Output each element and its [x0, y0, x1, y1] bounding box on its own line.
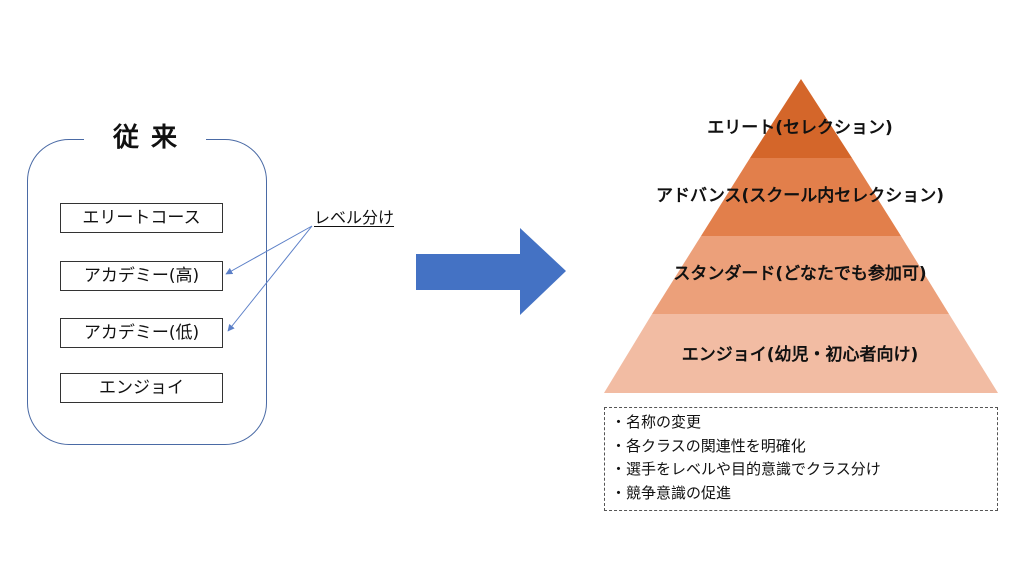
legacy-level-elite: エリートコース	[60, 203, 223, 233]
pyramid-tier-advance	[701, 158, 901, 236]
pyramid-label-elite: エリート(セレクション)	[707, 118, 893, 138]
pyramid-tier-standard	[652, 236, 949, 314]
note-item: ・各クラスの関連性を明確化	[611, 436, 806, 455]
note-item: ・選手をレベルや目的意識でクラス分け	[611, 460, 881, 478]
legacy-level-academy-low: アカデミー(低)	[60, 318, 223, 348]
pyramid-label-standard: スタンダード(どなたでも参加可)	[673, 264, 927, 284]
legacy-level-enjoy: エンジョイ	[60, 373, 223, 403]
callout-line-high	[225, 225, 313, 275]
pyramid-tier-enjoy	[604, 314, 998, 393]
pyramid-label-enjoy: エンジョイ(幼児・初心者向け)	[681, 345, 919, 365]
right-arrow-icon	[416, 228, 566, 315]
callout-line-low	[227, 225, 313, 332]
note-item: ・名称の変更	[611, 413, 702, 431]
notes-box: ・名称の変更 ・各クラスの関連性を明確化 ・選手をレベルや目的意識でクラス分け …	[604, 407, 998, 511]
legacy-title: 従来	[84, 120, 206, 156]
legacy-level-academy-high: アカデミー(高)	[60, 261, 223, 291]
level-split-callout: レベル分け	[314, 208, 395, 227]
pyramid-label-advance: アドバンス(スクール内セレクション)	[655, 186, 945, 206]
pyramid-tier-elite	[750, 79, 852, 158]
note-item: ・競争意識の促進	[611, 483, 732, 502]
